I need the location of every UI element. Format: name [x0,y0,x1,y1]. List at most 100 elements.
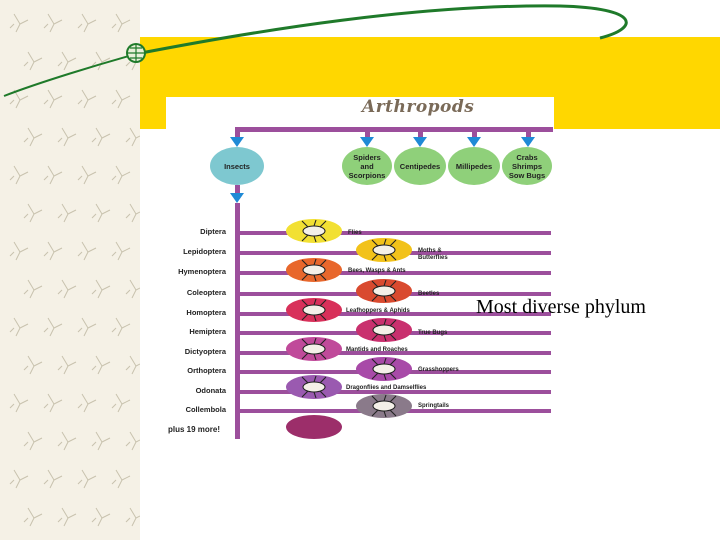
insect-stem [235,185,240,195]
group-crabs-shrimps: Crabs Shrimps Sow Bugs [502,147,552,185]
twig-mark [77,469,97,489]
twig-mark [23,507,43,527]
order-label: Homoptera [186,308,226,317]
common-name-bees: Bees, Wasps & Ants [348,268,406,274]
twig-mark [111,469,131,489]
common-name-flies: Flies [348,230,362,236]
twig-mark [23,431,43,451]
insect-icon [371,279,397,303]
twig-mark [57,203,77,223]
twig-mark [23,279,43,299]
twig-mark [57,51,77,71]
twig-mark [111,317,131,337]
twig-mark [125,355,140,375]
slide-caption: Most diverse phylum [476,296,646,318]
arrow-icon [360,137,374,147]
twig-mark [9,13,29,33]
twig-mark [43,393,63,413]
twig-mark [111,89,131,109]
diagram-title: Arthropods [362,97,475,117]
twig-mark [9,89,29,109]
order-label: Lepidoptera [183,247,226,256]
twig-mark [91,127,111,147]
arrow-icon [413,137,427,147]
insect-icon [371,318,397,342]
order-label: Dictyoptera [184,347,226,356]
twig-mark [125,279,140,299]
order-label: Coleoptera [186,288,226,297]
common-name-dragonflies: Dragonflies and Damselflies [346,385,427,391]
insect-icon [371,238,397,262]
group-spiders-scorpions: Spiders and Scorpions [342,147,392,185]
more-orders-label: plus 19 more! [168,425,221,434]
order-branch [235,390,551,394]
twig-mark [9,469,29,489]
swoosh-line [3,4,628,97]
twig-mark [9,317,29,337]
common-name-true-bugs: True Bugs [418,330,448,336]
twig-mark [91,507,111,527]
twig-mark [43,13,63,33]
common-name-springtails: Springtails [418,403,450,409]
common-name-beetles: Beetles [418,291,440,297]
twig-mark [9,241,29,261]
twig-mark [77,89,97,109]
twig-mark [57,507,77,527]
twig-mark [91,355,111,375]
twig-mark [23,203,43,223]
insect-icon [371,394,397,418]
arrow-icon [521,137,535,147]
twig-mark [57,279,77,299]
twig-mark [111,393,131,413]
insect-icon [301,337,327,361]
common-name-mantids: Mantids and Roaches [346,347,408,353]
order-label: Orthoptera [187,366,226,375]
order-branch [235,351,551,355]
globe-icon [126,43,146,63]
twig-mark [43,241,63,261]
twig-mark [125,127,140,147]
twig-mark [111,13,131,33]
drop-connector [526,127,531,139]
order-label: Diptera [200,227,226,236]
twig-mark [9,165,29,185]
left-decorative-strip [0,0,140,540]
drop-connector [365,127,370,139]
common-name-grasshoppers: Grasshoppers [418,367,459,373]
twig-mark [23,127,43,147]
twig-mark [43,469,63,489]
twig-mark [125,431,140,451]
insect-icon [301,258,327,282]
twig-mark [43,165,63,185]
drop-connector [235,127,240,139]
twig-mark [9,393,29,413]
order-label: Odonata [195,386,226,395]
twig-mark [91,51,111,71]
arrow-icon [230,193,244,203]
twig-mark [77,13,97,33]
twig-mark [77,241,97,261]
insect-trunk [235,203,240,439]
arrow-icon [230,137,244,147]
insect-icon [371,357,397,381]
twig-mark [57,431,77,451]
twig-mark [125,203,140,223]
twig-mark [43,89,63,109]
twig-mark [57,127,77,147]
twig-mark [23,355,43,375]
arthropod-diagram: Arthropods Insects Spiders and Scorpions… [166,97,554,445]
twig-mark [57,355,77,375]
insect-icon [301,219,327,243]
group-millipedes: Millipedes [448,147,500,185]
order-branch [235,312,551,316]
order-branch [235,271,551,275]
twig-mark [23,51,43,71]
order-label: Collembola [185,405,226,414]
common-name-moths: Moths & Butterflies [418,248,448,261]
twig-pattern [9,13,140,527]
top-connector-bar [235,127,553,132]
arrow-icon [467,137,481,147]
insect-blob [286,415,342,439]
twig-mark [111,165,131,185]
drop-connector [418,127,423,139]
